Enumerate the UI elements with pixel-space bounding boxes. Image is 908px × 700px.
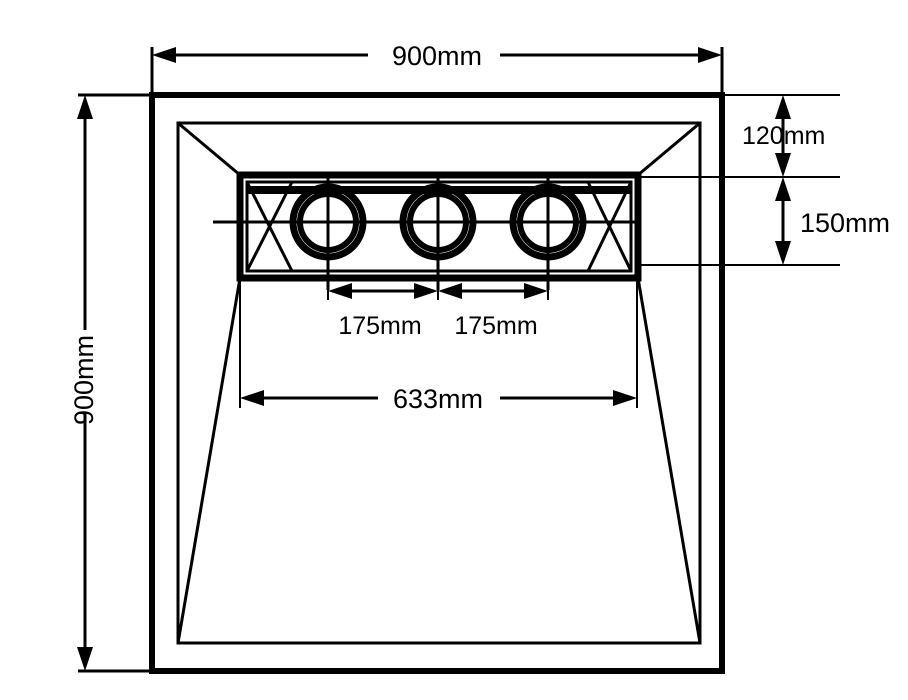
inner-recess (176, 121, 702, 645)
arrowhead-633-left (240, 390, 264, 406)
dimension-hob-width: 633mm (239, 278, 638, 414)
dimension-label-hob-width: 633mm (393, 384, 483, 414)
outer-frame-rect (149, 92, 725, 674)
arrowhead-120-top (775, 95, 791, 119)
hob-end-crosses (245, 181, 633, 272)
diagonal-top-left (177, 121, 241, 177)
taper-diagonals (176, 121, 702, 644)
burner-right (509, 172, 587, 290)
arrowhead-150-top (775, 177, 791, 201)
arrowhead-left-top (152, 47, 176, 63)
diagonal-bottom-right (636, 277, 702, 644)
outer-frame (149, 92, 725, 674)
dimension-overall-height: 900mm (69, 93, 158, 673)
burner-center (399, 172, 477, 290)
arrowhead-right-top (698, 47, 722, 63)
arrowhead-175-left-end (414, 283, 438, 299)
diagonal-bottom-left (176, 277, 242, 644)
arrowhead-bottom-left (77, 647, 93, 671)
cross-right-b (586, 181, 633, 272)
dimension-label-burner-spacing-left: 175mm (338, 312, 421, 340)
dimension-label-overall-width: 900mm (392, 41, 482, 71)
arrowhead-633-right (613, 390, 637, 406)
cross-left-b (245, 181, 294, 272)
dimension-overall-width: 900mm (150, 41, 724, 100)
arrowhead-150-bottom (775, 241, 791, 265)
dimension-label-overall-height: 900mm (69, 335, 99, 425)
diagonal-top-right (637, 121, 701, 177)
dimension-label-hob-depth: 150mm (800, 208, 890, 238)
arrowhead-175-right-start (438, 283, 462, 299)
arrowhead-175-left-start (328, 283, 352, 299)
arrowhead-175-right-end (524, 283, 548, 299)
dimension-label-top-offset: 120mm (742, 122, 825, 150)
dimension-burner-spacing: 175mm 175mm (327, 272, 549, 340)
burner-left (289, 172, 367, 290)
arrowhead-top-left (77, 95, 93, 119)
arrowhead-120-bottom (775, 153, 791, 177)
inner-recess-rect (176, 121, 702, 645)
dimension-top-offset: 120mm (638, 94, 840, 178)
dimension-hob-depth: 150mm (638, 177, 890, 266)
dimension-label-burner-spacing-right: 175mm (454, 312, 537, 340)
